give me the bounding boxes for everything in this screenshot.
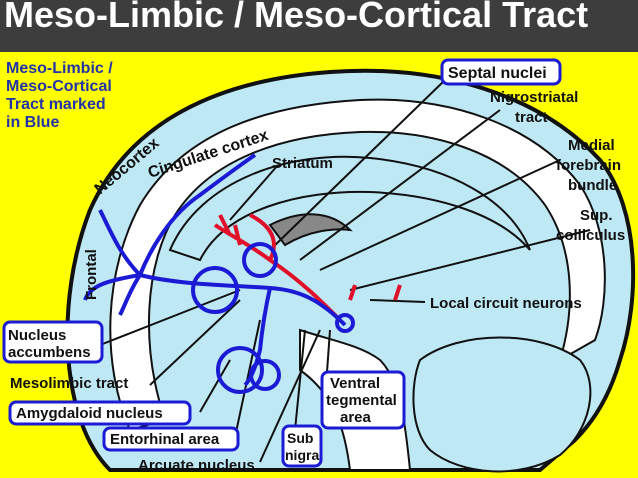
label-entorhinal: Entorhinal area: [110, 431, 220, 448]
label-sub-1: Sub: [287, 430, 313, 446]
label-sub-2: nigra: [285, 447, 319, 463]
label-nucleus-1: Nucleus: [8, 327, 66, 344]
label-septal: Septal nuclei: [448, 65, 547, 82]
brain-diagram: Neocortex Cingulate cortex Striatum Fron…: [2, 58, 636, 474]
cortex-band: [109, 98, 606, 432]
label-nucleus-2: accumbens: [8, 344, 91, 361]
cerebellum: [412, 336, 592, 473]
nigrostriatal-tract: [213, 213, 402, 322]
label-arcuate: Arcuate nucleus: [138, 457, 255, 474]
label-frontal: Frontal: [83, 249, 100, 300]
legend-note: Meso-Limbic / Meso-Cortical Tract marked…: [6, 60, 146, 132]
label-ventral-1: Ventral: [330, 375, 380, 392]
label-nigrostriatal-1: Nigrostriatal: [490, 89, 578, 106]
legend-note-line: in Blue: [6, 114, 60, 131]
amygdaloid-box: [8, 400, 192, 426]
septal-nuclei-box: [440, 58, 562, 86]
legend-note-line: Tract marked: [6, 96, 106, 113]
label-striatum: Striatum: [272, 155, 333, 172]
label-medial-3: bundle: [568, 177, 617, 194]
label-local-circuit: Local circuit neurons: [430, 295, 582, 312]
title-bar: Meso-Limbic / Meso-Cortical Tract: [0, 0, 638, 52]
slide-title: Meso-Limbic / Meso-Cortical Tract: [4, 0, 589, 35]
legend-note-line: Meso-Cortical: [6, 78, 112, 95]
label-mesolimbic: Mesolimbic tract: [10, 375, 128, 392]
mesolimbic-tract: [83, 153, 355, 394]
legend-note-line: Meso-Limbic /: [6, 60, 113, 77]
striatum-shape: [268, 213, 353, 247]
diagram-panel: Neocortex Cingulate cortex Striatum Fron…: [0, 52, 638, 478]
label-sup-1: Sup.: [580, 207, 613, 224]
sub-nigra-box: [281, 424, 323, 468]
label-ventral-2: tegmental: [326, 392, 397, 409]
label-medial-2: forebrain: [556, 157, 621, 174]
entorhinal-box: [102, 426, 240, 452]
nucleus-accumbens-box: [2, 320, 104, 364]
label-medial-1: Medial: [568, 137, 615, 154]
corpus-callosum: [168, 155, 531, 262]
label-nigrostriatal-2: tract: [515, 109, 548, 126]
label-amygdaloid: Amygdaloid nucleus: [16, 405, 163, 422]
label-sup-2: colliculus: [556, 227, 625, 244]
ventral-tegmental-box: [320, 370, 406, 430]
label-ventral-3: area: [340, 409, 372, 426]
